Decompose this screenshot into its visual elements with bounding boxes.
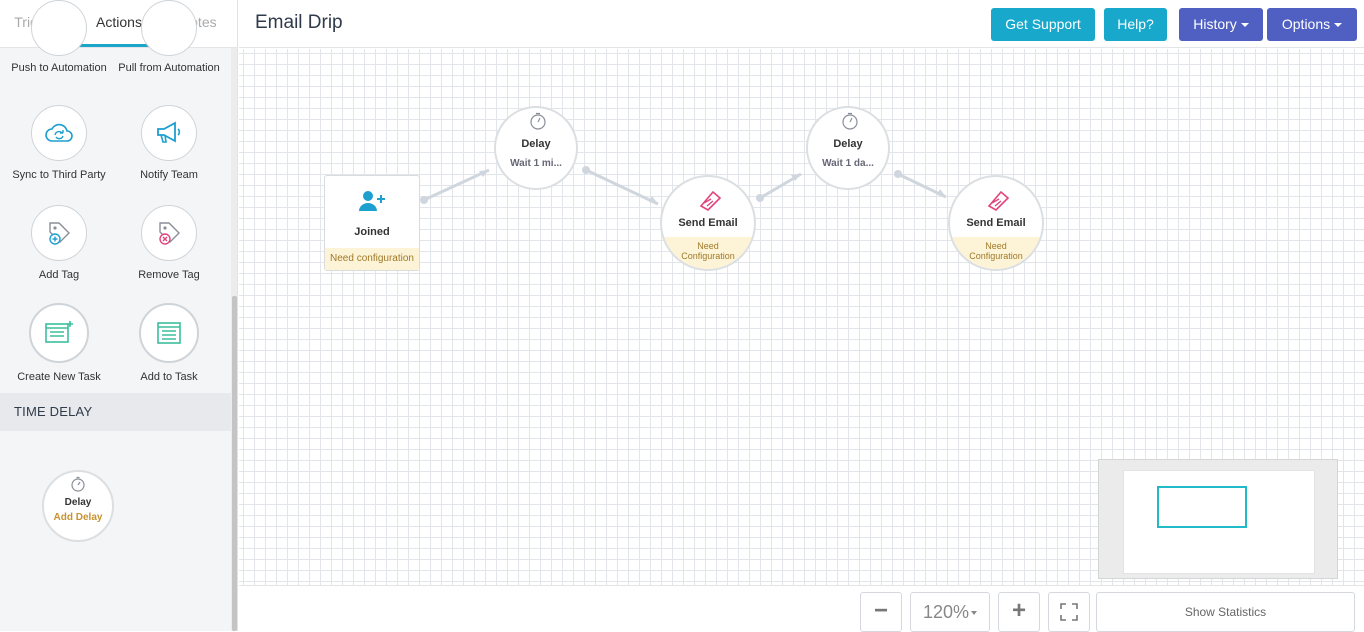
node-joined-config: Need configuration xyxy=(325,248,419,270)
action-label: Remove Tag xyxy=(138,269,200,281)
node-send-email-1-config: Need Configuration xyxy=(662,237,754,269)
tab-actions[interactable]: Actions xyxy=(79,0,159,47)
megaphone-icon xyxy=(141,105,197,161)
action-sync-third-party[interactable]: Sync to Third Party xyxy=(4,105,114,181)
options-button[interactable]: Options xyxy=(1267,8,1357,41)
chevron-down-icon xyxy=(971,611,978,616)
action-remove-tag[interactable]: Remove Tag xyxy=(114,205,224,281)
connector-layer xyxy=(420,166,947,206)
minimap-canvas xyxy=(1123,470,1315,574)
stopwatch-icon xyxy=(44,476,112,495)
connector-delay1-email1 xyxy=(585,168,659,206)
task-add-icon xyxy=(29,303,89,363)
action-pull-from-automation[interactable]: Pull from Automation xyxy=(114,0,224,74)
action-label: Pull from Automation xyxy=(118,62,220,74)
node-delay-2[interactable]: Delay Wait 1 da... xyxy=(806,106,890,190)
sidebar-scrollbar-thumb[interactable] xyxy=(232,296,237,631)
history-button[interactable]: History xyxy=(1179,8,1263,41)
action-add-to-task[interactable]: Add to Task xyxy=(114,303,224,383)
connector-joined-delay1 xyxy=(423,168,490,202)
action-push-to-automation[interactable]: Push to Automation xyxy=(4,0,114,74)
task-icon xyxy=(139,303,199,363)
action-label: Create New Task xyxy=(17,371,101,383)
action-label: Add to Task xyxy=(140,371,198,383)
pull-icon xyxy=(141,0,197,56)
delay-tile-action: Add Delay xyxy=(53,512,103,523)
fullscreen-icon xyxy=(1060,603,1078,621)
sidebar: Triggers Actions Notes Push to Automatio… xyxy=(0,0,238,631)
show-statistics-button[interactable]: Show Statistics xyxy=(1096,592,1355,632)
node-send-email-2-config: Need Configuration xyxy=(950,237,1042,269)
node-delay-2-sub: Wait 1 da... xyxy=(822,158,874,169)
action-label: Sync to Third Party xyxy=(12,169,106,181)
node-send-email-2-title: Send Email xyxy=(966,217,1026,229)
cloud-sync-icon xyxy=(31,105,87,161)
tag-add-icon xyxy=(31,205,87,261)
action-label: Push to Automation xyxy=(11,62,107,74)
push-icon xyxy=(31,0,87,56)
chevron-down-icon xyxy=(1334,23,1343,28)
delay-tile-title: Delay xyxy=(64,497,92,508)
action-label: Add Tag xyxy=(38,269,80,281)
node-joined-label: Joined xyxy=(354,226,390,238)
workflow-canvas[interactable]: Joined Need configuration Delay Wait 1 m… xyxy=(239,49,1364,585)
action-label: Notify Team xyxy=(140,169,198,181)
node-delay-2-title: Delay xyxy=(833,138,863,150)
envelope-icon xyxy=(698,189,722,216)
page-title: Email Drip xyxy=(255,12,343,33)
options-button-label: Options xyxy=(1281,16,1331,32)
minimap[interactable] xyxy=(1098,459,1338,579)
footer-toolbar: − 120% + Show Statistics xyxy=(239,585,1364,632)
action-create-new-task[interactable]: Create New Task xyxy=(4,303,114,383)
node-send-email-2[interactable]: Send Email Need Configuration xyxy=(948,175,1044,271)
envelope-icon xyxy=(986,189,1010,216)
chevron-down-icon xyxy=(1240,23,1249,28)
delay-tile[interactable]: Delay Add Delay xyxy=(42,470,114,542)
node-send-email-1[interactable]: Send Email Need Configuration xyxy=(660,175,756,271)
zoom-level-select[interactable]: 120% xyxy=(910,592,990,632)
node-delay-1-sub: Wait 1 mi... xyxy=(510,158,562,169)
node-delay-1[interactable]: Delay Wait 1 mi... xyxy=(494,106,578,190)
help-button[interactable]: Help? xyxy=(1104,8,1167,41)
node-delay-1-title: Delay xyxy=(521,138,551,150)
stopwatch-icon xyxy=(841,112,859,135)
minimap-viewport[interactable] xyxy=(1157,486,1247,528)
node-send-email-1-title: Send Email xyxy=(678,217,738,229)
zoom-out-button[interactable]: − xyxy=(860,592,902,632)
zoom-level-value: 120% xyxy=(922,602,970,622)
user-plus-icon xyxy=(359,190,387,217)
fit-to-screen-button[interactable] xyxy=(1048,592,1090,632)
action-add-tag[interactable]: Add Tag xyxy=(4,205,114,281)
config-line2: Configuration xyxy=(969,251,1023,261)
config-line1: Need xyxy=(697,241,719,251)
config-line2: Configuration xyxy=(681,251,735,261)
get-support-button[interactable]: Get Support xyxy=(991,8,1095,41)
header: Email Drip Get Support Help? History Opt… xyxy=(239,0,1364,48)
stopwatch-icon xyxy=(529,112,547,135)
action-notify-team[interactable]: Notify Team xyxy=(114,105,224,181)
history-button-label: History xyxy=(1193,16,1237,32)
tag-remove-icon xyxy=(141,205,197,261)
config-line1: Need xyxy=(985,241,1007,251)
section-time-delay: TIME DELAY xyxy=(0,393,232,431)
node-joined[interactable]: Joined Need configuration xyxy=(324,175,420,271)
zoom-in-button[interactable]: + xyxy=(998,592,1040,632)
